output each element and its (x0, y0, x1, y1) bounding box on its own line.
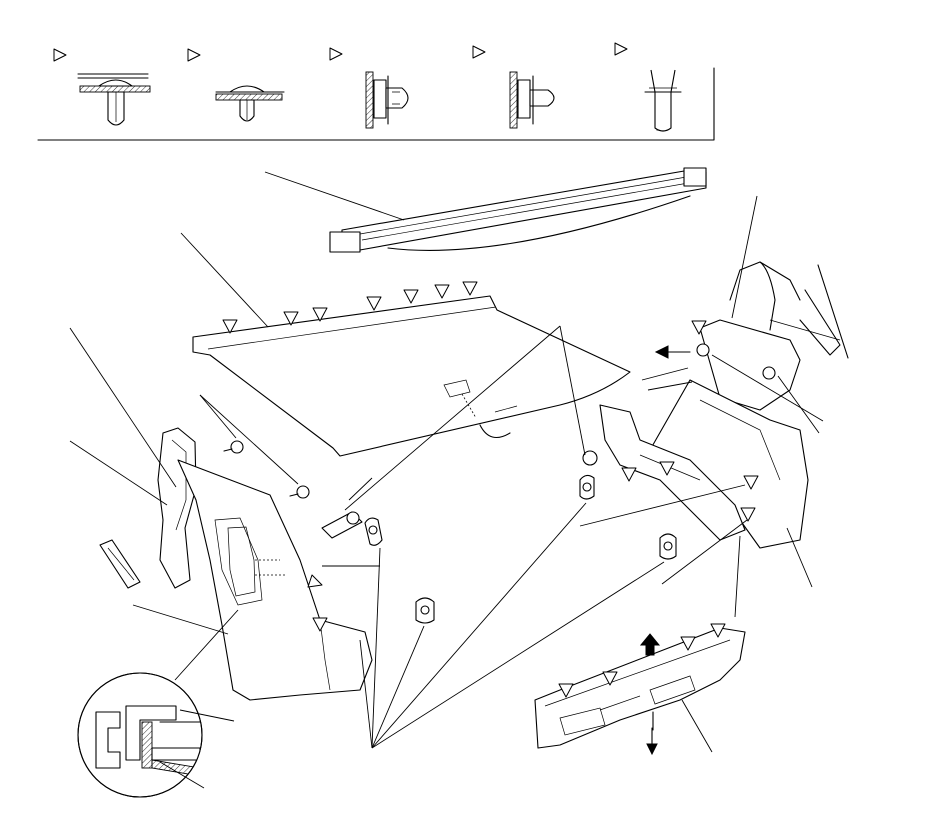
legend-clip-d (472, 45, 555, 129)
clip-triangle-icon (434, 284, 450, 299)
clip-triangle-icon (403, 289, 419, 304)
clip-triangle-icon (366, 296, 382, 311)
clip-triangle-icon (462, 281, 478, 296)
clip-triangle-icon (710, 623, 726, 638)
leader-line (371, 561, 665, 749)
up-arrow-icon (639, 633, 661, 656)
clip-triangle-icon (283, 311, 299, 326)
right-side-trim-panel (559, 195, 849, 618)
clip-triangle-icon (558, 683, 574, 698)
leader-line (264, 171, 405, 221)
leader-line (174, 609, 239, 681)
leader-line (179, 709, 235, 722)
clip-triangle-icon (329, 47, 343, 61)
cargo-hook (579, 474, 595, 500)
clip-triangle-icon (743, 475, 759, 490)
leader-line (180, 232, 269, 328)
leader-line (711, 354, 824, 422)
clip-triangle-icon (621, 467, 637, 482)
rear-bumper-trim (534, 623, 746, 756)
clip-triangle-icon (680, 636, 696, 651)
left-arrow-icon (654, 345, 669, 359)
clip-triangle-icon (312, 617, 328, 632)
clip-triangle-icon (602, 671, 618, 686)
legend-clip-b (187, 48, 285, 122)
clip-triangle-icon (187, 48, 201, 62)
leader-line (344, 325, 561, 511)
down-arrow-icon (646, 743, 658, 756)
leader-line (359, 639, 373, 749)
leader-line (348, 477, 373, 501)
leader-line (777, 375, 820, 434)
leader-line (199, 394, 299, 485)
leader-line (647, 381, 693, 391)
leader-line (199, 394, 237, 439)
leader-line (731, 195, 758, 319)
leader-line (159, 761, 205, 789)
leader-line (132, 604, 229, 635)
left-side-trim-panel (69, 327, 373, 701)
legend-frame (37, 67, 715, 141)
lid-clips (222, 281, 478, 334)
leader-line (734, 535, 741, 618)
leader-line (69, 327, 177, 488)
cargo-floor-lid (180, 232, 631, 457)
lamp-socket (321, 325, 561, 539)
leader-line (559, 325, 586, 456)
fastener-legend (37, 42, 715, 141)
clip-triangle-icon (472, 45, 486, 59)
trim-bolts (223, 440, 310, 499)
cargo-hook (659, 533, 677, 560)
leader-line (69, 440, 168, 506)
cargo-hook (415, 597, 435, 624)
clip-triangle-icon (222, 319, 238, 334)
clip-triangle-icon (659, 461, 675, 476)
tonneau-cover (264, 167, 707, 253)
leader-line (681, 699, 713, 753)
detail-cutaway (77, 609, 239, 798)
leader-line (641, 367, 689, 381)
clip-triangle-icon (740, 507, 756, 522)
leader-line (371, 502, 587, 749)
cargo-hook (364, 517, 383, 546)
clip-triangle-icon (53, 48, 67, 62)
cargo-hooks (322, 474, 677, 749)
leader-line (579, 484, 746, 527)
leader-line (371, 547, 381, 749)
legend-clip-a (53, 48, 151, 126)
legend-clip-c (329, 47, 409, 129)
leader-line (661, 519, 748, 585)
clip-triangle-icon (312, 307, 328, 322)
legend-clip-e (614, 42, 682, 132)
clip-triangle-icon (691, 320, 707, 335)
leader-line (786, 527, 813, 588)
clip-triangle-icon (307, 574, 323, 588)
leader-line (371, 625, 425, 749)
clip-triangle-icon (614, 42, 628, 56)
